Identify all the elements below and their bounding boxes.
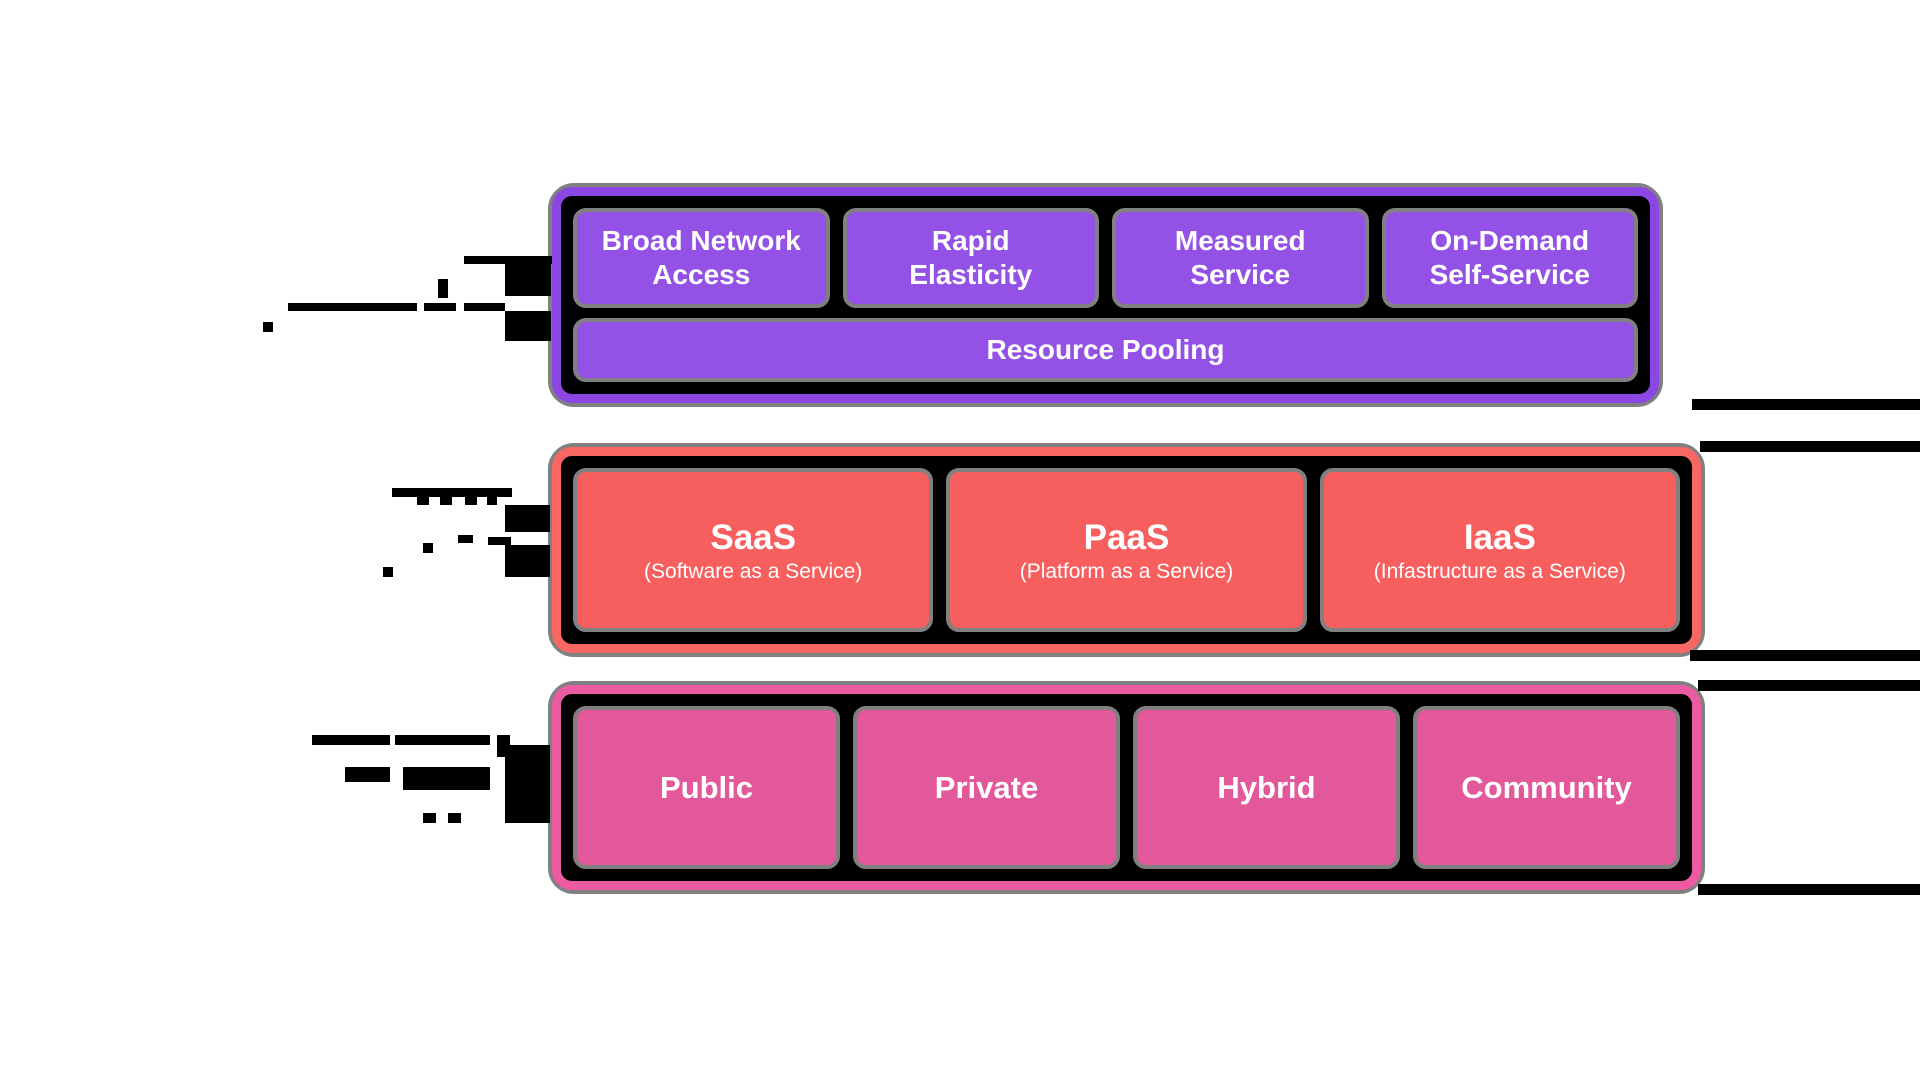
service-model-box: IaaS (Infastructure as a Service) xyxy=(1319,468,1680,632)
service-model-subtitle: (Infastructure as a Service) xyxy=(1373,560,1626,584)
deployment-model-box: Public xyxy=(573,706,840,869)
service-model-title: SaaS xyxy=(710,517,796,557)
service-model-title: PaaS xyxy=(1083,517,1170,557)
redacted-label-fragment xyxy=(440,497,452,505)
characteristic-box: Measured Service xyxy=(1112,208,1369,308)
redacted-label-fragment xyxy=(464,303,505,311)
characteristic-box: Rapid Elasticity xyxy=(842,208,1099,308)
redacted-label-fragment xyxy=(464,256,552,264)
connector-line xyxy=(1690,650,1920,661)
service-model-box: SaaS (Software as a Service) xyxy=(573,468,934,632)
redacted-label-fragment xyxy=(345,767,390,782)
redacted-label-fragment xyxy=(423,543,433,553)
connector-line xyxy=(1692,399,1920,410)
redacted-label-fragment xyxy=(288,303,417,311)
resource-pooling-box: Resource Pooling xyxy=(573,318,1638,382)
redacted-label-fragment xyxy=(424,303,456,311)
redacted-label-fragment xyxy=(263,322,273,332)
redacted-label-fragment xyxy=(505,505,550,532)
characteristic-box: On-Demand Self-Service xyxy=(1381,208,1638,308)
service-models-row: SaaS (Software as a Service) PaaS (Platform… xyxy=(573,468,1680,632)
service-models-panel: SaaS (Software as a Service) PaaS (Platform… xyxy=(548,443,1705,657)
service-model-title: IaaS xyxy=(1463,517,1536,557)
connector-line xyxy=(1698,884,1920,895)
deployment-model-box: Private xyxy=(853,706,1120,869)
service-model-subtitle: (Platform as a Service) xyxy=(1019,560,1234,584)
redacted-label-fragment xyxy=(465,497,477,505)
connector-line xyxy=(1700,441,1920,452)
redacted-label-fragment xyxy=(417,497,429,505)
redacted-label-fragment xyxy=(505,745,550,823)
redacted-label-fragment xyxy=(383,567,393,577)
redacted-label-fragment xyxy=(505,311,551,341)
service-model-box: PaaS (Platform as a Service) xyxy=(946,468,1307,632)
redacted-label-fragment xyxy=(438,279,448,298)
deployment-model-box: Community xyxy=(1413,706,1680,869)
connector-line xyxy=(1698,680,1920,691)
redacted-label-fragment xyxy=(392,488,512,497)
redacted-label-fragment xyxy=(423,813,436,823)
redacted-label-fragment xyxy=(458,535,473,543)
redacted-label-fragment xyxy=(403,767,490,790)
service-models-frame: SaaS (Software as a Service) PaaS (Platform… xyxy=(552,447,1701,653)
redacted-label-fragment xyxy=(487,497,497,505)
redacted-label-fragment xyxy=(505,264,551,296)
deployment-model-box: Hybrid xyxy=(1133,706,1400,869)
redacted-label-fragment xyxy=(395,735,490,745)
redacted-label-fragment xyxy=(488,537,511,545)
redacted-label-fragment xyxy=(448,813,461,823)
characteristic-box: Broad Network Access xyxy=(573,208,830,308)
service-model-subtitle: (Software as a Service) xyxy=(644,560,863,584)
redacted-label-fragment xyxy=(505,545,550,577)
redacted-label-fragment xyxy=(312,735,390,745)
